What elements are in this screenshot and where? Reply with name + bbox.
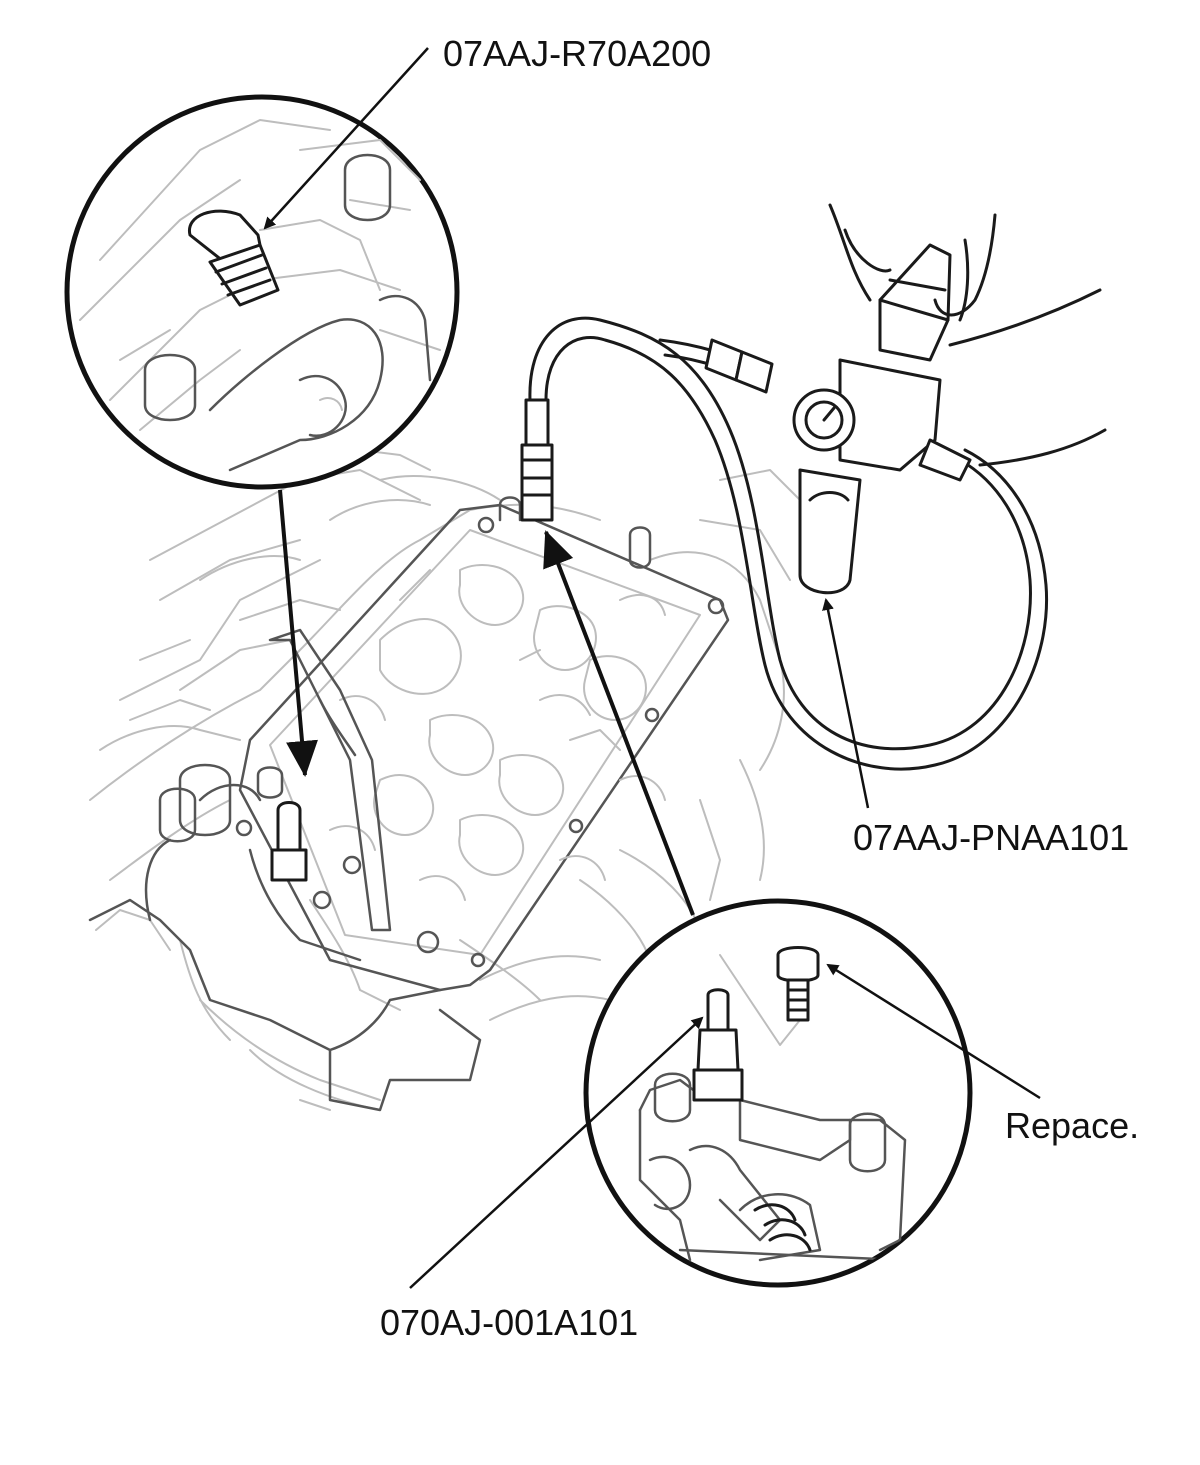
tool-label-070AJ-001A101: 070AJ-001A101 — [380, 1302, 639, 1343]
leader-bottom — [409, 1016, 704, 1289]
leader-right — [822, 598, 870, 809]
shift-bracket — [88, 628, 482, 1112]
tool-label-07AAJ-R70A200: 07AAJ-R70A200 — [443, 33, 712, 74]
transmission-housing-background — [89, 449, 801, 1111]
detail-circle-bottom — [583, 898, 973, 1288]
arrow-top-detail-to-port — [278, 489, 318, 777]
valve-body-plate — [238, 496, 730, 992]
replace-note-label: Repace. — [1005, 1105, 1140, 1146]
arrow-bottom-detail-to-plate — [543, 530, 695, 916]
detail-circle-top — [64, 94, 460, 490]
pressure-gauge-assembly — [520, 203, 1107, 771]
leader-top — [263, 47, 429, 230]
leader-lines — [263, 47, 1041, 1289]
tool-label-07AAJ-PNAA101: 07AAJ-PNAA101 — [853, 817, 1130, 858]
leader-repace — [826, 963, 1041, 1100]
